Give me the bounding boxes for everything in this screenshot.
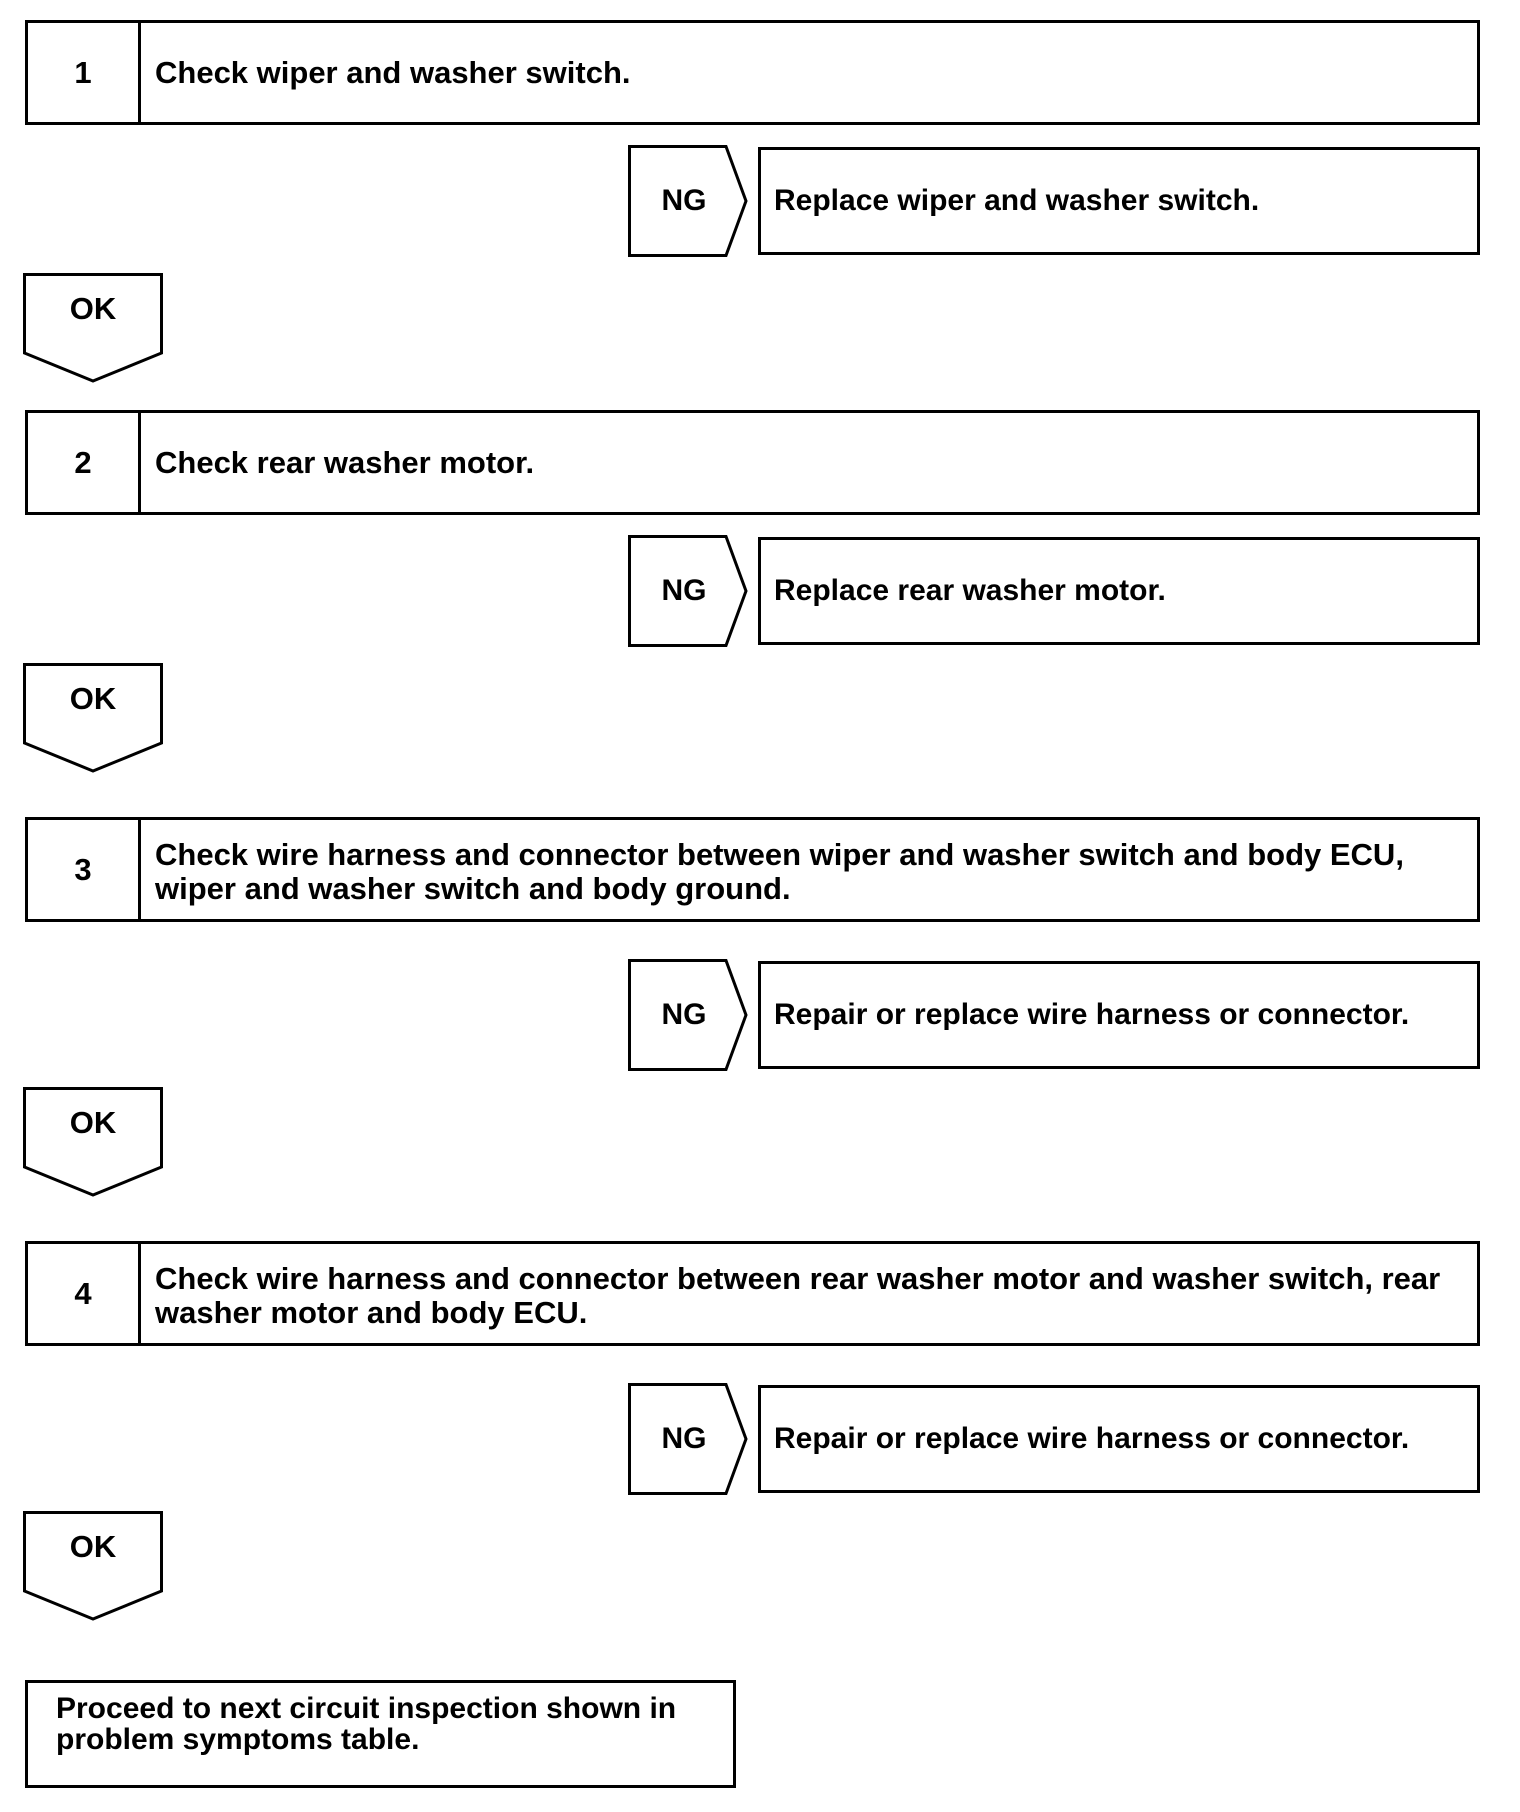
step-2-text: Check rear washer motor. [155, 444, 535, 480]
ok-arrow-shape [23, 1511, 163, 1621]
step-1-number: 1 [28, 23, 141, 122]
step-4-ng-action: Repair or replace wire harness or connec… [758, 1385, 1480, 1493]
step-3-ok-label: OK [69, 1105, 117, 1140]
step-1-text: Check wiper and washer switch. [155, 54, 631, 90]
step-2-ok-tag: OK [23, 663, 163, 775]
step-4-box: 4 Check wire harness and connector betwe… [25, 1241, 1480, 1346]
step-1-ng-action: Replace wiper and washer switch. [758, 147, 1480, 255]
step-4-ng-tag: NG [628, 1383, 750, 1495]
ng-arrow-shape [628, 535, 748, 647]
ok-arrow-shape [23, 663, 163, 773]
step-3-text: Check wire harness and connector between… [155, 837, 1404, 906]
final-instruction-box: Proceed to next circuit inspection shown… [25, 1680, 736, 1788]
ok-arrow-shape [23, 1087, 163, 1197]
step-3-ng-tag: NG [628, 959, 750, 1071]
ng-arrow-shape [628, 145, 748, 257]
step-2-ok-label: OK [69, 681, 117, 716]
step-2-ng-tag: NG [628, 535, 750, 647]
ng-arrow-shape [628, 959, 748, 1071]
step-4-ok-label: OK [69, 1529, 117, 1564]
step-4-number: 4 [28, 1244, 141, 1343]
step-1-ng-tag: NG [628, 145, 750, 257]
step-3-number: 3 [28, 820, 141, 919]
step-3-ng-label: NG [661, 998, 707, 1031]
step-4-text: Check wire harness and connector between… [155, 1261, 1441, 1330]
step-2-ng-action: Replace rear washer motor. [758, 537, 1480, 645]
step-1-ng-label: NG [661, 184, 707, 217]
step-4-ng-label: NG [661, 1422, 707, 1455]
step-3-ok-tag: OK [23, 1087, 163, 1199]
step-1-ok-label: OK [69, 291, 117, 326]
ok-arrow-shape [23, 273, 163, 383]
step-2-ng-label: NG [661, 574, 707, 607]
step-4-ok-tag: OK [23, 1511, 163, 1623]
step-3-ng-action: Repair or replace wire harness or connec… [758, 961, 1480, 1069]
step-1-ok-tag: OK [23, 273, 163, 385]
step-2-number: 2 [28, 413, 141, 512]
step-3-box: 3 Check wire harness and connector betwe… [25, 817, 1480, 922]
ng-arrow-shape [628, 1383, 748, 1495]
step-1-box: 1 Check wiper and washer switch. [25, 20, 1480, 125]
step-2-box: 2 Check rear washer motor. [25, 410, 1480, 515]
